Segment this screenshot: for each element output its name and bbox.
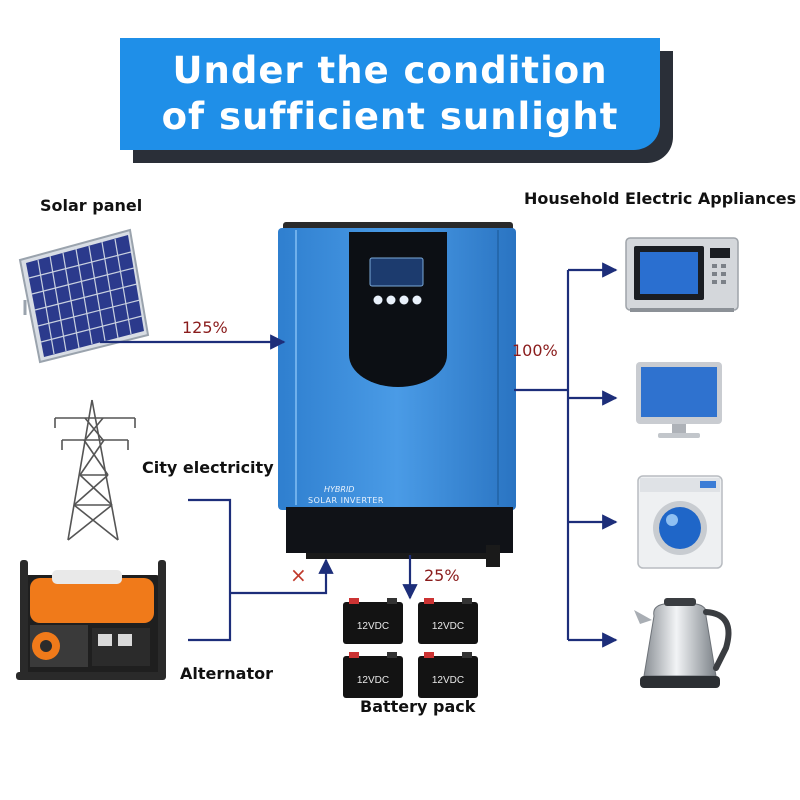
grid-flow-arrow <box>230 558 334 595</box>
battery-2-label: 12VDC <box>432 621 464 632</box>
battery-4-icon <box>418 652 478 698</box>
title-line-2: of sufficient sunlight <box>161 95 619 138</box>
title-banner: Under the condition of sufficient sunlig… <box>120 38 660 150</box>
battery-1-label: 12VDC <box>357 621 389 632</box>
battery-percent: 25% <box>424 566 460 585</box>
battery-pack-label: Battery pack <box>360 697 476 716</box>
generator-icon <box>16 560 166 680</box>
solar-input-percent: 125% <box>182 318 228 337</box>
household-appliances-label: Household Electric Appliances <box>524 189 797 208</box>
output-percent: 100% <box>512 341 558 360</box>
kettle-icon <box>634 598 732 688</box>
inverter-brand-line-2: SOLAR INVERTER <box>308 496 384 505</box>
solar-panel-icon <box>18 228 150 364</box>
battery-2-icon <box>418 598 478 644</box>
battery-4-label: 12VDC <box>432 675 464 686</box>
battery-1-icon <box>343 598 403 644</box>
transmission-tower-icon <box>54 399 136 541</box>
monitor-icon <box>636 362 722 438</box>
grid-blocked-mark: × <box>290 563 307 587</box>
hybrid-inverter <box>278 222 516 567</box>
battery-3-label: 12VDC <box>357 675 389 686</box>
alternator-label: Alternator <box>180 664 273 683</box>
solar-panel-label: Solar panel <box>40 196 143 215</box>
microwave-icon <box>625 237 739 312</box>
battery-3-icon <box>343 652 403 698</box>
inverter-brand-line-1: HYBRID <box>324 485 354 494</box>
title-line-1: Under the condition <box>172 49 608 92</box>
washing-machine-icon <box>637 475 723 569</box>
source-merge-line <box>188 498 232 642</box>
city-electricity-label: City electricity <box>142 458 274 477</box>
